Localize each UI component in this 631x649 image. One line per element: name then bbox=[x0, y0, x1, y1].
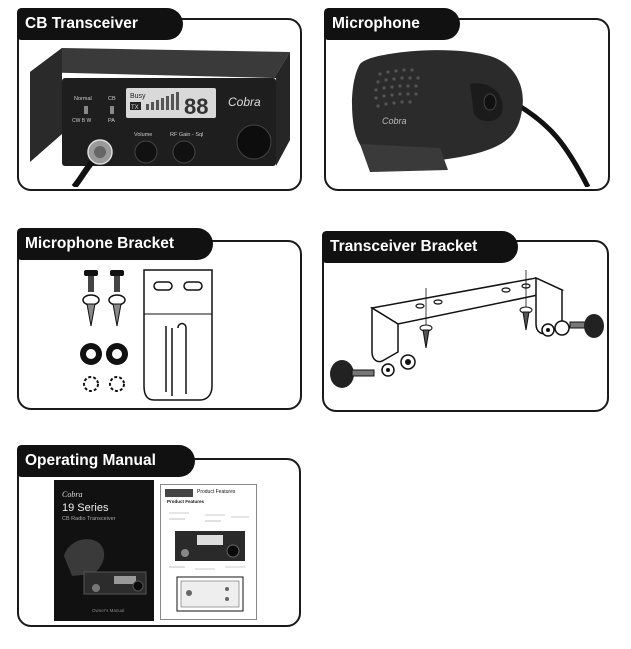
left-thumbscrew bbox=[330, 354, 416, 388]
manual-cover-subtitle: CB Radio Transceiver bbox=[62, 516, 116, 522]
rf-gain-knob bbox=[172, 140, 196, 164]
machine-screws bbox=[84, 270, 124, 292]
tx-label: TX bbox=[131, 105, 139, 111]
cb-transceiver-title: CB Transceiver bbox=[17, 8, 183, 40]
manual-cover-series: 19 Series bbox=[62, 502, 109, 514]
channel-display: 88 bbox=[184, 94, 208, 119]
transceiver-bracket-image bbox=[330, 270, 604, 388]
ptt-button bbox=[483, 93, 497, 111]
cobra-logo: Cobra bbox=[228, 95, 261, 109]
mounting-screws bbox=[419, 306, 533, 349]
microphone-title: Microphone bbox=[324, 8, 460, 40]
manual-cover-brand: Cobra bbox=[62, 490, 83, 499]
busy-label: Busy bbox=[130, 93, 146, 100]
right-thumbscrew bbox=[541, 314, 604, 338]
u-bracket bbox=[369, 276, 565, 363]
svg-text:RF Gain - Sql: RF Gain - Sql bbox=[170, 132, 203, 138]
operating-manual-title: Operating Manual bbox=[17, 445, 195, 477]
svg-text:PA: PA bbox=[108, 118, 115, 124]
manual-page-header: Product Features bbox=[197, 489, 236, 495]
svg-text:CB: CB bbox=[108, 96, 116, 102]
manual-cover: Cobra 19 Series CB Radio Transceiver Own… bbox=[54, 480, 154, 621]
mic-hanger-bracket bbox=[143, 269, 213, 401]
microphone-bracket-image bbox=[80, 269, 213, 401]
mic-cobra-logo: Cobra bbox=[382, 116, 407, 126]
lock-washers bbox=[80, 343, 128, 365]
microphone-bracket-title: Microphone Bracket bbox=[17, 228, 213, 260]
star-washers bbox=[83, 376, 125, 392]
transceiver-bracket-title: Transceiver Bracket bbox=[322, 231, 518, 263]
svg-text:CW B W: CW B W bbox=[72, 118, 91, 124]
cb-transceiver-image: Busy TX 88 Cobra Normal CB CW B W PA Vol… bbox=[30, 48, 290, 187]
volume-knob bbox=[134, 140, 158, 164]
wood-screws bbox=[82, 294, 126, 327]
manual-cover-photo bbox=[64, 539, 147, 595]
manual-page-diagram bbox=[169, 512, 249, 612]
svg-text:Volume: Volume bbox=[134, 132, 152, 138]
channel-knob bbox=[236, 124, 272, 160]
manual-cover-owner: Owner's Manual bbox=[92, 608, 125, 613]
microphone-image: Cobra bbox=[352, 50, 591, 187]
svg-text:Normal: Normal bbox=[74, 96, 92, 102]
manual-page-subheader: Product Features bbox=[167, 499, 205, 504]
manual-page: Product Features Product Features bbox=[160, 484, 257, 620]
